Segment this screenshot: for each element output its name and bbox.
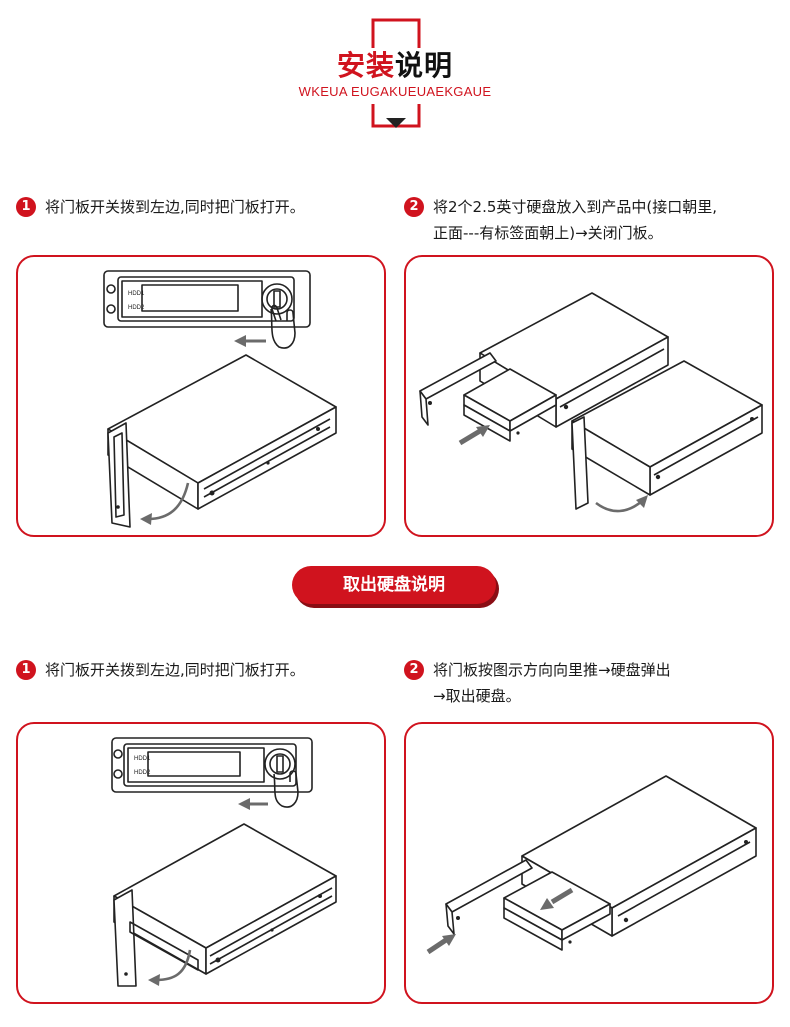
step-text: 将门板开关拨到左边,同时把门板打开。 <box>45 198 305 216</box>
header-bracket-decoration <box>371 18 421 128</box>
eject-arrow-icon <box>540 887 574 910</box>
curved-arrow-icon <box>595 495 648 513</box>
page-title: 安装说明 <box>336 49 454 82</box>
step-number-badge: 2 <box>404 660 424 680</box>
left-arrow-icon <box>238 798 268 810</box>
hdd2-label: HDD2 <box>128 305 145 311</box>
install-step-1: 1 将门板开关拨到左边,同时把门板打开。 <box>16 194 305 220</box>
step-number-badge: 2 <box>404 197 424 217</box>
page-subtitle: WKEUA EUGAKUEUAEKGAUE <box>298 84 492 99</box>
removal-illustration-1: HDD1 HDD2 <box>16 722 386 1004</box>
step-text-line-2: 正面---有标签面朝上)→关闭门板。 <box>433 224 663 242</box>
push-arrow-icon <box>426 934 456 955</box>
section-header: 安装说明 WKEUA EUGAKUEUAEKGAUE <box>0 0 790 140</box>
hdd2-label: HDD2 <box>134 770 151 776</box>
install-step-2: 2 将2个2.5英寸硬盘放入到产品中(接口朝里, 正面---有标签面朝上)→关闭… <box>404 194 717 246</box>
step-text: 将门板开关拨到左边,同时把门板打开。 <box>45 661 305 679</box>
insert-drives-illustration <box>419 292 763 513</box>
hdd1-label: HDD1 <box>134 756 151 762</box>
open-door-illustration: HDD1 HDD2 <box>103 270 337 528</box>
step-text-line-1: 将2个2.5英寸硬盘放入到产品中(接口朝里, <box>433 198 718 216</box>
removal-section-title: 取出硬盘说明 <box>292 566 496 604</box>
step-number-badge: 1 <box>16 197 36 217</box>
open-door-illustration: HDD1 HDD2 <box>111 737 337 987</box>
removal-illustration-2 <box>404 722 774 1004</box>
eject-drives-illustration <box>426 775 757 955</box>
step-text-line-1: 将门板按图示方向向里推→硬盘弹出 <box>433 661 671 679</box>
push-arrow-icon <box>458 425 490 446</box>
step-number-badge: 1 <box>16 660 36 680</box>
removal-section-badge: 取出硬盘说明 <box>292 566 500 610</box>
curved-arrow-icon <box>140 482 190 525</box>
left-arrow-icon <box>234 335 266 347</box>
curved-arrow-icon <box>148 949 192 986</box>
removal-step-1: 1 将门板开关拨到左边,同时把门板打开。 <box>16 657 305 683</box>
install-illustration-1: HDD1 HDD2 <box>16 255 386 537</box>
removal-step-2: 2 将门板按图示方向向里推→硬盘弹出 →取出硬盘。 <box>404 657 671 709</box>
install-illustration-2 <box>404 255 774 537</box>
step-text-line-2: →取出硬盘。 <box>433 687 521 705</box>
hdd1-label: HDD1 <box>128 291 145 297</box>
